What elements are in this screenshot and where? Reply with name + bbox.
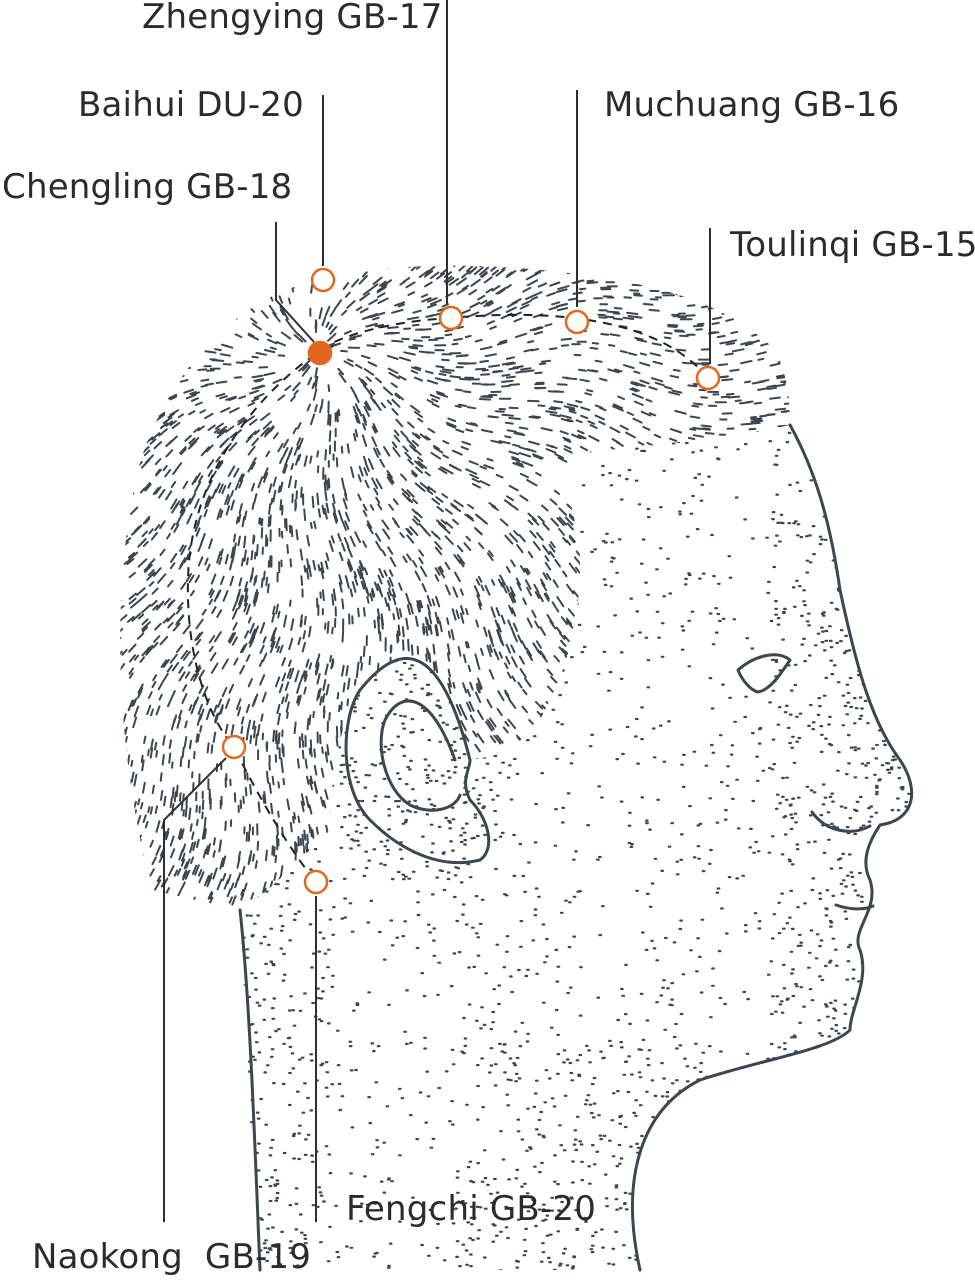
leader-chengling bbox=[275, 222, 315, 343]
point-chengling bbox=[307, 340, 333, 366]
label-naokong: Naokong GB-19 bbox=[32, 1237, 312, 1277]
leader-naokong bbox=[163, 757, 227, 1222]
point-baihui bbox=[310, 267, 336, 293]
ear-inner bbox=[379, 699, 462, 812]
nostril bbox=[810, 810, 872, 833]
label-toulinqi: Toulinqi GB-15 bbox=[730, 225, 975, 265]
point-muchuang bbox=[564, 309, 590, 335]
hair-texture bbox=[120, 265, 790, 910]
label-baihui: Baihui DU-20 bbox=[78, 85, 304, 125]
point-zhengying bbox=[438, 305, 464, 331]
point-fengchi bbox=[303, 869, 329, 895]
label-chengling: Chengling GB-18 bbox=[2, 167, 293, 207]
face-profile-outline bbox=[631, 423, 914, 1272]
point-naokong bbox=[221, 734, 247, 760]
ear-outline bbox=[344, 657, 491, 865]
mouth bbox=[834, 903, 875, 911]
head-contours bbox=[238, 423, 914, 1272]
label-fengchi: Fengchi GB-20 bbox=[346, 1189, 597, 1229]
point-toulinqi bbox=[695, 365, 721, 391]
eye bbox=[736, 653, 792, 694]
label-zhengying: Zhengying GB-17 bbox=[142, 0, 443, 37]
label-muchuang: Muchuang GB-16 bbox=[604, 85, 900, 125]
neck-back bbox=[238, 908, 262, 1272]
gallbladder-meridian-path bbox=[186, 313, 709, 883]
hair-strokes bbox=[120, 265, 790, 910]
